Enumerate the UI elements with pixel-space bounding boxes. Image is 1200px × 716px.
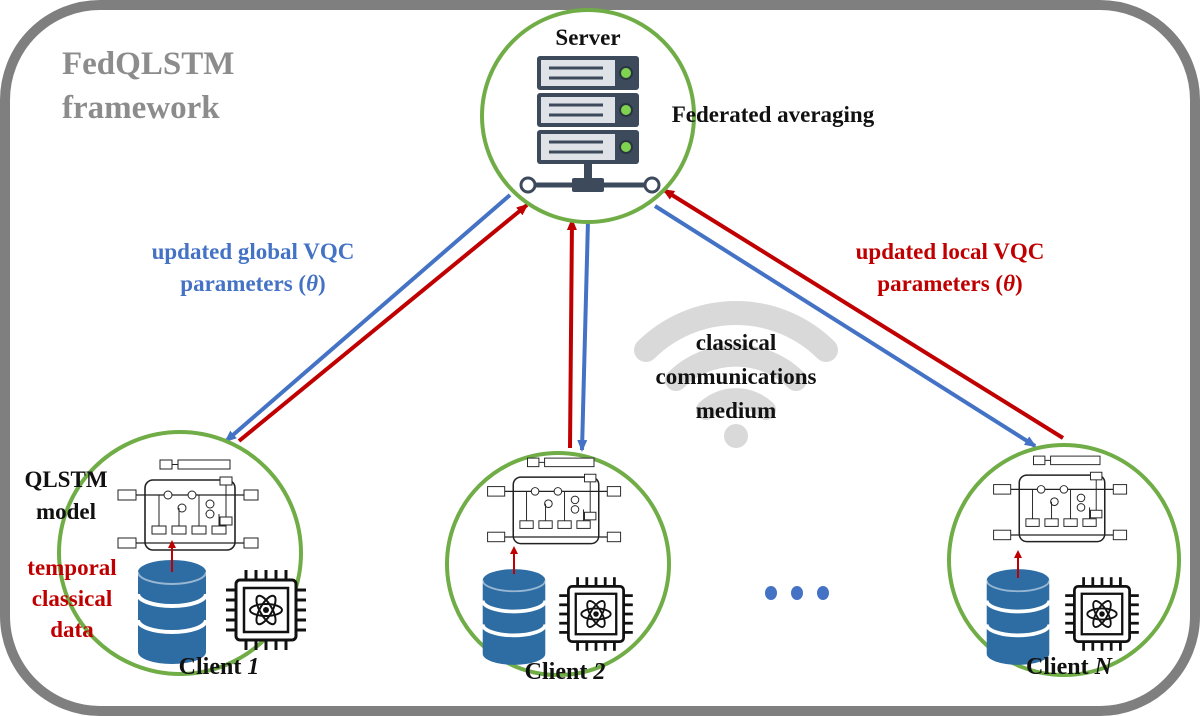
local-params-line2: parameters (θ) [820, 268, 1080, 300]
framework-title-line2: framework [62, 90, 220, 126]
local-params-label: updated local VQC parameters (θ) [820, 236, 1080, 300]
client-n-node [947, 443, 1181, 677]
local-params-line1: updated local VQC [855, 239, 1045, 264]
medium-line1: classical [695, 330, 777, 355]
framework-title-line1: FedQLSTM [62, 46, 235, 82]
server-icon [519, 56, 661, 194]
medium-line3: medium [695, 398, 777, 423]
communications-medium-label: classical communications medium [636, 326, 836, 428]
qlstm-model-label: QLSTM model [16, 464, 116, 528]
client-1-id: 1 [247, 654, 260, 680]
client-n-prefix: Client [1025, 654, 1095, 680]
local-params-theta: θ [1003, 271, 1016, 296]
arrow-global-to-client-2 [577, 219, 590, 452]
global-params-label: updated global VQC parameters (θ) [118, 236, 388, 300]
client-n-database-icon [984, 567, 1052, 667]
local-params-text: parameters ( [877, 271, 1004, 296]
client-n-id: N [1094, 654, 1112, 680]
federated-averaging-label: Federated averaging [671, 102, 875, 127]
local-params-close: ) [1015, 271, 1023, 296]
client-2-quantum-chip-icon [557, 575, 635, 653]
arrow-global-to-client-1 [224, 193, 512, 443]
client-1-quantum-chip-icon [224, 568, 308, 652]
medium-line2: communications [655, 364, 817, 389]
global-params-close: ) [318, 271, 326, 296]
global-params-text: parameters ( [180, 271, 307, 296]
temporal-data-line1: temporal [27, 555, 117, 580]
temporal-data-label: temporal classical data [16, 552, 128, 645]
arrow-global-to-client-n [653, 204, 1037, 448]
framework-title: FedQLSTM framework [62, 42, 234, 130]
ellipsis-dots [765, 586, 829, 600]
arrow-local-from-client-2 [566, 218, 577, 449]
temporal-data-line3: data [50, 617, 94, 642]
client-2-database-icon [480, 567, 548, 667]
client-2-prefix: Client [524, 659, 594, 685]
client-1-label: Client 1 [119, 654, 319, 681]
client-2-label: Client 2 [465, 659, 665, 686]
server-label: Server [555, 25, 621, 50]
arrow-local-from-client-1 [237, 203, 529, 443]
client-n-label: Client N [969, 654, 1169, 681]
global-params-theta: θ [306, 271, 319, 296]
qlstm-model-line1: QLSTM [24, 467, 108, 492]
client-2-node [445, 451, 671, 677]
client-1-database-icon [136, 558, 208, 666]
client-2-id: 2 [593, 659, 606, 685]
arrow-local-from-client-n [662, 188, 1065, 440]
client-n-quantum-chip-icon [1063, 575, 1141, 653]
qlstm-model-line2: model [35, 499, 97, 524]
global-params-line1: updated global VQC [151, 239, 355, 264]
global-params-line2: parameters (θ) [118, 268, 388, 300]
wifi-icon [634, 301, 838, 448]
client-1-prefix: Client [178, 654, 248, 680]
temporal-data-line2: classical [31, 586, 113, 611]
